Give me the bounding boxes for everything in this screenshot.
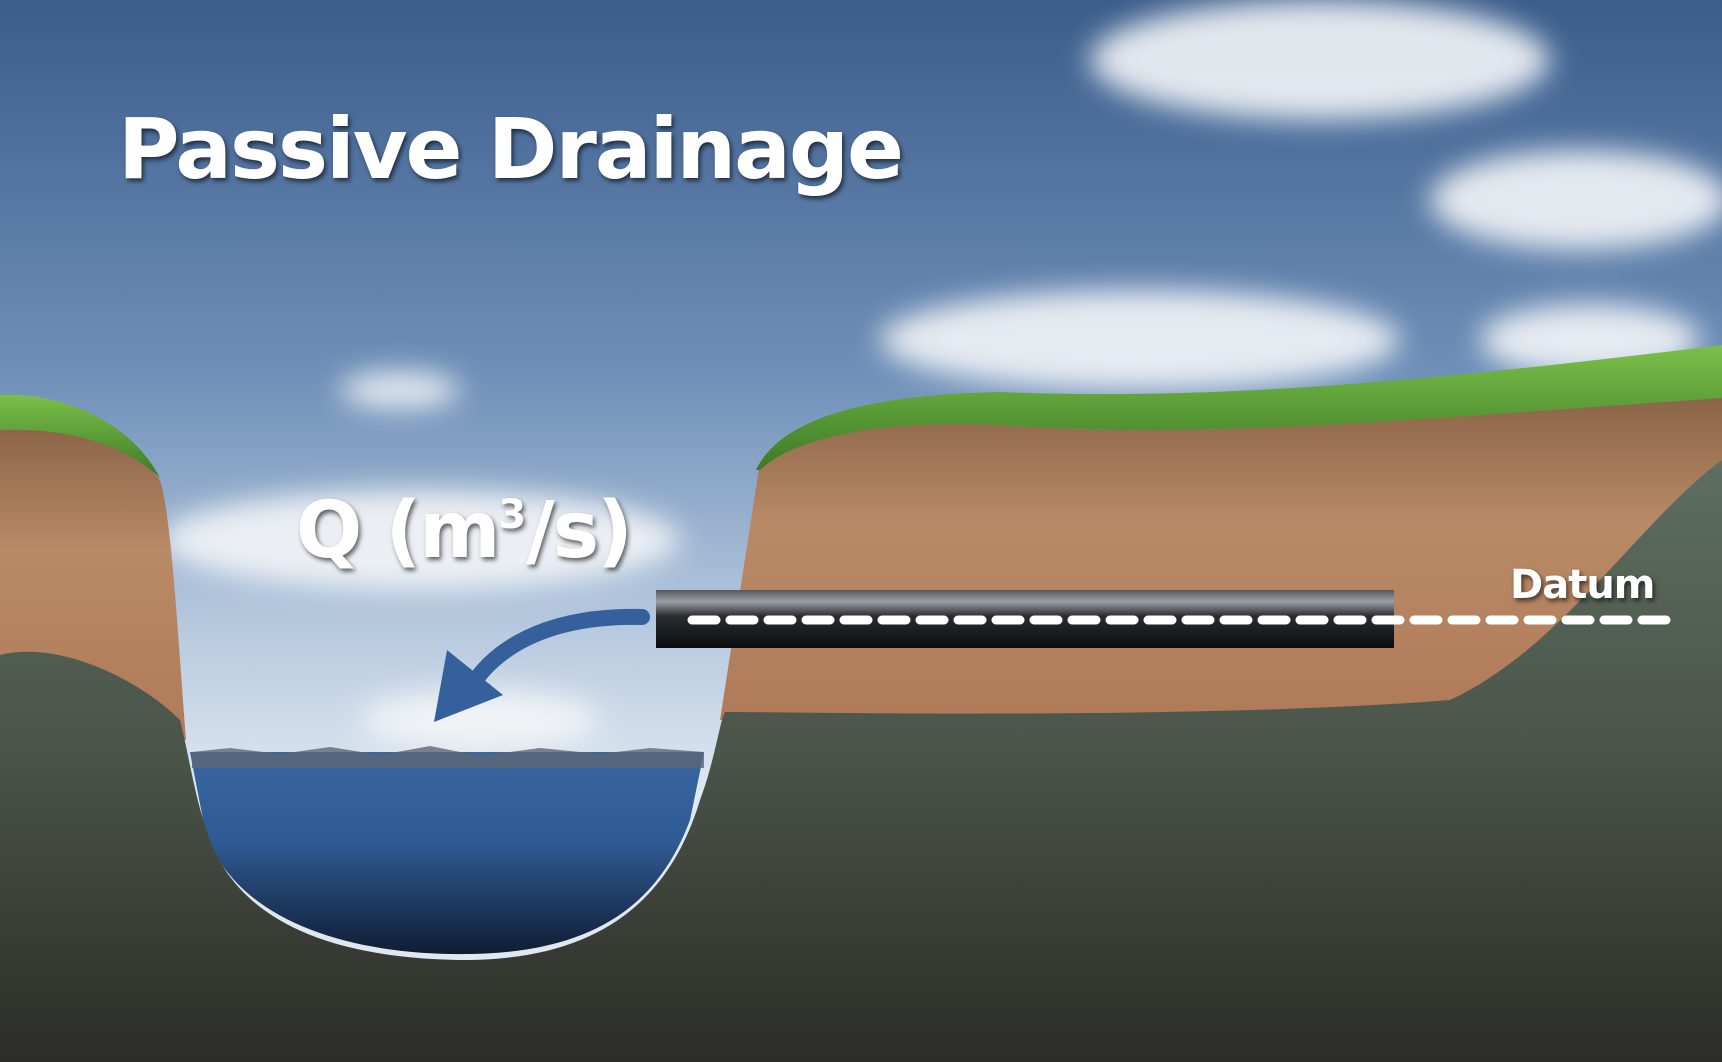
right-grass — [756, 345, 1722, 470]
flow-rate-label: Q (m3/s) — [296, 486, 633, 576]
flow-unit-open: (m — [385, 486, 500, 576]
water — [190, 752, 704, 955]
soil — [0, 460, 1722, 1062]
diagram-title: Passive Drainage — [118, 100, 904, 198]
flow-unit-close: /s) — [526, 486, 633, 576]
clouds — [160, 0, 1722, 750]
flow-unit-exponent: 3 — [498, 492, 527, 538]
flow-arrow-head — [434, 650, 503, 722]
distant-mountains — [192, 746, 704, 768]
datum-label: Datum — [1510, 562, 1655, 608]
flow-arrow — [462, 608, 650, 696]
flow-symbol: Q — [296, 486, 362, 576]
left-grass — [0, 394, 160, 478]
